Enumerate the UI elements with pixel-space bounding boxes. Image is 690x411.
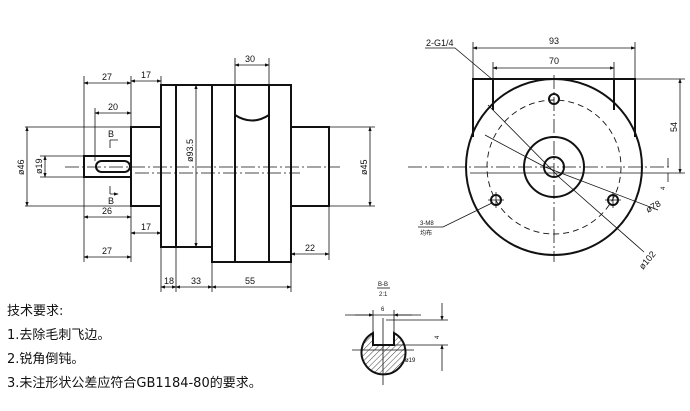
svg-text:B: B: [108, 196, 114, 206]
dim-17-bottom: 17: [141, 222, 151, 232]
front-view: B B 27 17 20 30 ø46 ø19 ø93.5 ø45 26 17 …: [16, 54, 375, 292]
dim-section-dia: ø19: [405, 358, 416, 364]
dim-33: 33: [191, 276, 201, 286]
keyway-slot: [95, 160, 131, 173]
hole-note: 均布: [420, 229, 432, 237]
dim-dia-45: ø45: [359, 159, 369, 175]
section-scale: 2:1: [379, 292, 388, 298]
dim-54: 54: [669, 122, 679, 132]
dim-22: 22: [305, 243, 315, 253]
dim-18: 18: [164, 276, 174, 286]
dim-26: 26: [102, 206, 112, 216]
notes-title: 技术要求:: [7, 304, 64, 319]
bolt-holes: [488, 93, 621, 208]
dim-key-width: 6: [381, 307, 385, 313]
section-title: B-B: [378, 282, 388, 288]
dim-55: 55: [245, 276, 255, 286]
section-b-b: B-B 2:1 6 4 ø19: [345, 282, 448, 385]
dim-key-depth: 4: [435, 335, 441, 339]
dim-4: 4: [661, 186, 667, 190]
note-item: 3.未注形状公差应符合GB1184-80的要求。: [7, 376, 262, 391]
dim-dia-102: ø102: [637, 249, 658, 271]
port-label: 2-G1/4: [426, 38, 454, 48]
hole-label: 3-M8: [420, 221, 434, 227]
dim-dia-46: ø46: [16, 159, 26, 175]
dim-dia-93-5: ø93.5: [185, 139, 195, 162]
dim-27-top: 27: [102, 72, 112, 82]
svg-text:B: B: [108, 129, 114, 139]
dim-20: 20: [108, 102, 118, 112]
technical-requirements: 技术要求: 1.去除毛刺飞边。 2.锐角倒钝。 3.未注形状公差应符合GB118…: [7, 300, 262, 396]
dim-30: 30: [245, 54, 255, 64]
side-view: 93 70 54 4 2-G1/4 ø78 ø102 3-M8 均布: [408, 36, 685, 271]
section-mark-b: B B: [108, 129, 118, 206]
note-item: 2.锐角倒钝。: [7, 352, 85, 367]
dim-17-top: 17: [141, 70, 151, 80]
dim-dia-78: ø78: [644, 198, 662, 214]
dim-dia-19: ø19: [34, 158, 44, 174]
note-item: 1.去除毛刺飞边。: [7, 328, 111, 343]
dim-93: 93: [549, 36, 559, 46]
dim-70: 70: [549, 56, 559, 66]
dim-27-bottom: 27: [102, 246, 112, 256]
